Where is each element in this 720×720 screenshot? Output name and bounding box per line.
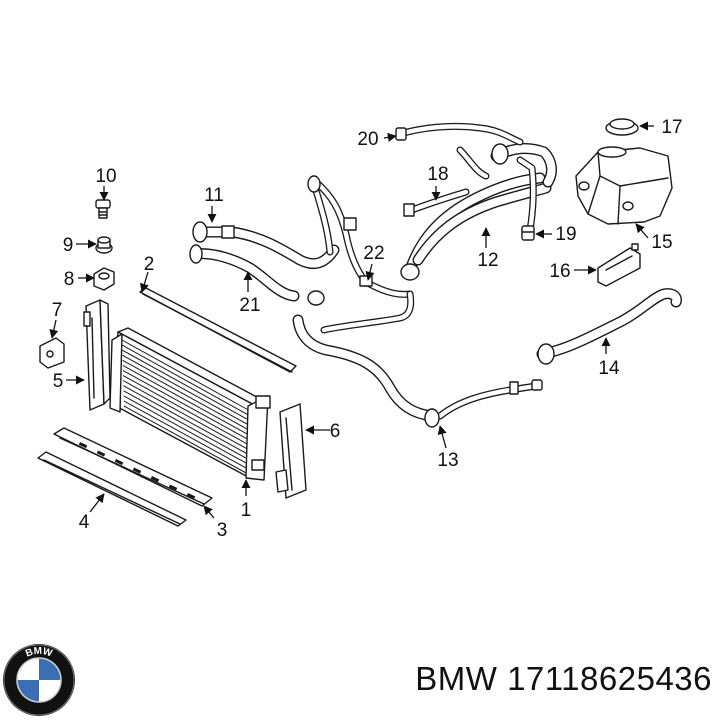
part-19-sensor (521, 225, 535, 241)
part-6-side-panel (275, 403, 307, 499)
logo-lettering: BMW (24, 646, 54, 660)
callout-15: 15 (651, 232, 672, 253)
callout-14: 14 (598, 358, 620, 379)
part-9-mount (95, 236, 113, 254)
part-16-bracket (597, 243, 641, 287)
leader-7 (49, 319, 59, 339)
part-4-lower-strip (37, 451, 187, 527)
callout-3: 3 (217, 520, 228, 541)
part-1-radiator (109, 327, 271, 481)
leader-2 (139, 271, 149, 293)
bmw-logo: BMW (3, 644, 75, 716)
callout-9: 9 (63, 235, 74, 256)
callout-4: 4 (79, 512, 90, 533)
bracket-slot (132, 467, 142, 474)
radiator-fin (122, 375, 251, 446)
part-11-branch-hoses (307, 175, 370, 286)
radiator-fin (123, 390, 250, 461)
callout-21: 21 (239, 295, 260, 316)
callout-10: 10 (95, 166, 116, 187)
leader-3 (203, 505, 215, 519)
part-18-small-hose (403, 188, 470, 217)
radiator-fin (121, 344, 252, 418)
callout-7: 7 (52, 300, 63, 321)
radiator-fin (122, 349, 252, 422)
part-10-bolt (95, 199, 111, 219)
radiator-fin (122, 359, 252, 432)
radiator-fin (122, 380, 250, 451)
callout-8: 8 (64, 269, 75, 290)
callout-20: 20 (357, 129, 378, 150)
callout-16: 16 (549, 261, 570, 282)
part-13-lower-hose (292, 290, 543, 428)
callout-5: 5 (53, 371, 64, 392)
bracket-slot (150, 476, 160, 483)
part-14-hose (536, 288, 682, 365)
callout-19: 19 (555, 224, 576, 245)
callout-1: 1 (241, 500, 252, 521)
callout-17: 17 (661, 117, 682, 138)
radiator-fin (123, 385, 250, 456)
leader-lines (49, 121, 654, 519)
callout-12: 12 (477, 250, 498, 271)
radiator-fin (121, 339, 253, 413)
bracket-slot (114, 459, 124, 466)
radiator-fin (122, 370, 251, 442)
callout-22: 22 (363, 243, 384, 264)
callout-18: 18 (427, 164, 448, 185)
callout-11: 11 (204, 185, 224, 206)
callout-labels: 1 2 3 4 5 6 7 8 9 10 11 12 13 14 15 16 1… (52, 117, 683, 541)
callout-6: 6 (330, 421, 341, 442)
part-17-tank-cap (605, 118, 639, 136)
callout-13: 13 (437, 450, 458, 471)
part-15-expansion-tank (575, 146, 673, 225)
radiator-fin (123, 405, 249, 475)
part-11-upper-hose (192, 221, 340, 270)
radiator-fin (123, 395, 249, 465)
part-20-vent-hose (395, 122, 524, 146)
bracket-slot (168, 484, 178, 491)
part-number-label: BMW 17118625436 (415, 660, 712, 697)
leader-15 (635, 223, 649, 239)
callout-2: 2 (144, 254, 155, 275)
part-7-bracket (39, 337, 65, 369)
leader-4 (89, 493, 105, 513)
part-8-clip (93, 267, 115, 291)
bracket-slot (186, 493, 196, 500)
part-3-lower-bracket (53, 427, 213, 507)
leader-13 (437, 425, 447, 449)
bracket-slot (78, 442, 88, 449)
part-12-main-hose (400, 143, 557, 281)
radiator-fin (122, 364, 251, 437)
radiator-fin (123, 400, 249, 470)
leader-22 (365, 263, 375, 281)
part-22-connector (359, 275, 414, 298)
part-21-hose (189, 244, 300, 302)
bracket-slot (96, 450, 106, 457)
radiator-fin (122, 354, 252, 427)
part-5-air-duct (83, 299, 111, 411)
leader-20 (383, 132, 397, 142)
